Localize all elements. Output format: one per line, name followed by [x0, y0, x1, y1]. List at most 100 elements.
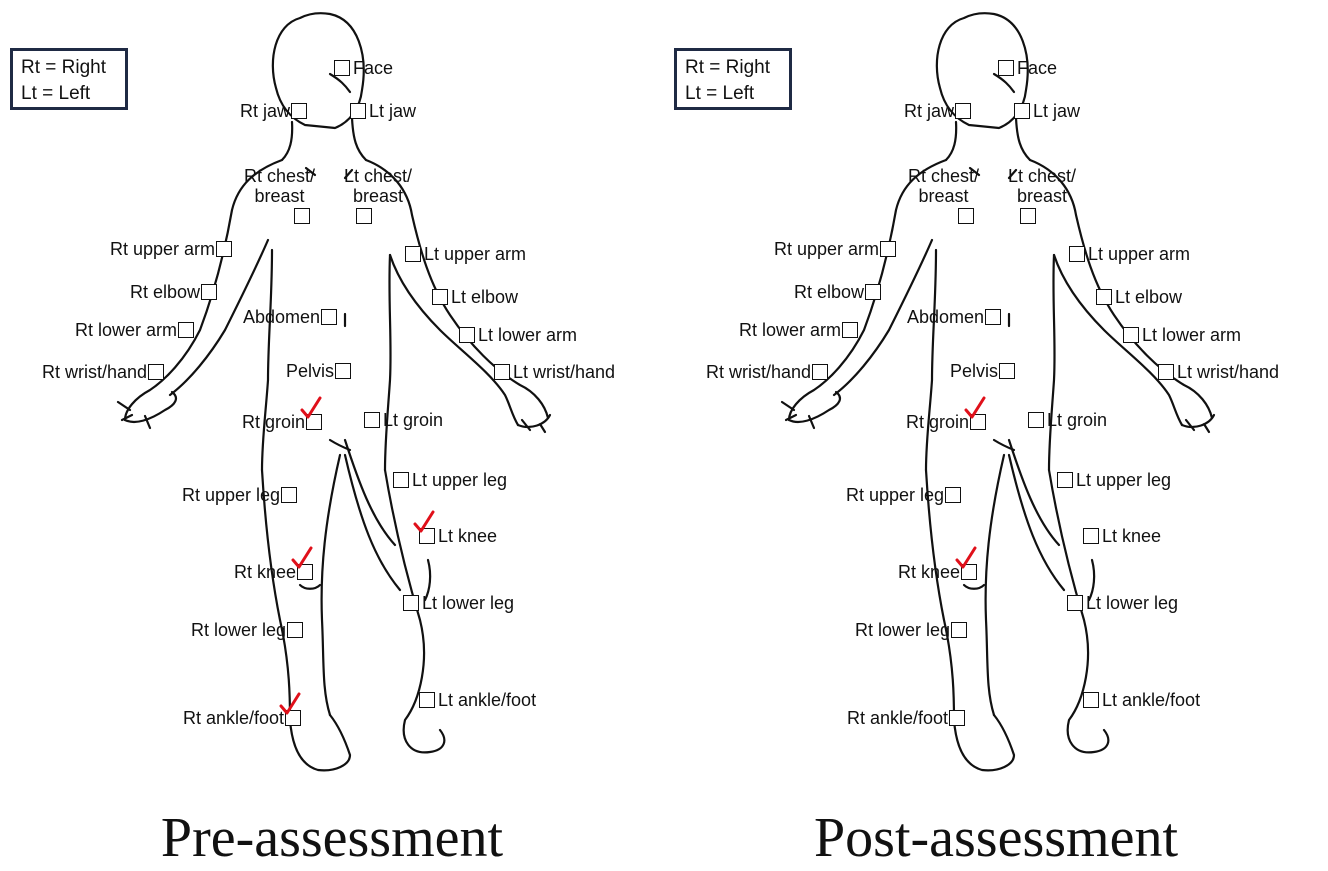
region-label: Rt lower arm — [75, 320, 177, 340]
region-rt-lower-leg: Rt lower leg — [191, 619, 303, 640]
checkbox-rt-elbow[interactable] — [865, 284, 881, 300]
region-label: Rt ankle/foot — [847, 708, 948, 728]
region-rt-upper-leg: Rt upper leg — [182, 484, 297, 505]
checkbox-rt-upper-leg[interactable] — [281, 487, 297, 503]
checkbox-abdomen[interactable] — [985, 309, 1001, 325]
region-rt-lower-arm: Rt lower arm — [739, 319, 858, 340]
checkbox-lt-wrist-hand[interactable] — [494, 364, 510, 380]
region-rt-lower-leg: Rt lower leg — [855, 619, 967, 640]
checkbox-lt-upper-leg[interactable] — [1057, 472, 1073, 488]
checkbox-lt-wrist-hand[interactable] — [1158, 364, 1174, 380]
region-label: Abdomen — [907, 307, 984, 327]
region-label: Rt wrist/hand — [42, 362, 147, 382]
checkbox-lt-jaw[interactable] — [1014, 103, 1030, 119]
panel-caption: Pre-assessment — [0, 808, 664, 868]
region-label: Rt jaw — [904, 101, 954, 121]
red-checkmark-icon — [955, 546, 977, 570]
region-label: Lt elbow — [1115, 287, 1182, 307]
checkbox-rt-lower-leg[interactable] — [951, 622, 967, 638]
checkbox-lt-lower-arm[interactable] — [1123, 327, 1139, 343]
region-label: Rt lower leg — [191, 620, 286, 640]
region-abdomen: Abdomen — [243, 306, 337, 327]
red-checkmark-icon — [279, 692, 301, 716]
region-label: Lt groin — [383, 410, 443, 430]
region-pelvis: Pelvis — [286, 360, 351, 381]
region-label: Lt jaw — [369, 101, 416, 121]
region-label: Rt ankle/foot — [183, 708, 284, 728]
region-lt-upper-arm: Lt upper arm — [405, 243, 526, 264]
checkbox-rt-wrist-hand[interactable] — [148, 364, 164, 380]
checkbox-lt-elbow[interactable] — [432, 289, 448, 305]
red-checkmark-icon — [291, 546, 313, 570]
region-label: Abdomen — [243, 307, 320, 327]
checkbox-rt-upper-arm[interactable] — [880, 241, 896, 257]
checkbox-rt-chest[interactable] — [958, 208, 974, 224]
region-label: Rt jaw — [240, 101, 290, 121]
region-label-line1: Lt chest/ — [1008, 166, 1076, 186]
region-label-line2: breast — [1008, 186, 1076, 206]
checkbox-rt-upper-leg[interactable] — [945, 487, 961, 503]
region-label: Rt groin — [242, 412, 305, 432]
checkbox-rt-chest[interactable] — [294, 208, 310, 224]
checkbox-lt-ankle-foot[interactable] — [419, 692, 435, 708]
checkbox-lt-elbow[interactable] — [1096, 289, 1112, 305]
region-rt-ankle-foot: Rt ankle/foot — [847, 707, 965, 728]
region-label: Lt jaw — [1033, 101, 1080, 121]
checkbox-rt-lower-leg[interactable] — [287, 622, 303, 638]
checkbox-lt-knee[interactable] — [1083, 528, 1099, 544]
checkbox-lt-chest[interactable] — [356, 208, 372, 224]
checkbox-lt-groin[interactable] — [364, 412, 380, 428]
region-label: Rt knee — [898, 562, 960, 582]
region-label: Pelvis — [950, 361, 998, 381]
checkbox-lt-upper-arm[interactable] — [1069, 246, 1085, 262]
checkbox-lt-lower-leg[interactable] — [403, 595, 419, 611]
region-lt-lower-leg: Lt lower leg — [403, 592, 514, 613]
region-lt-elbow: Lt elbow — [432, 286, 518, 307]
checkbox-rt-wrist-hand[interactable] — [812, 364, 828, 380]
region-label: Pelvis — [286, 361, 334, 381]
checkbox-abdomen[interactable] — [321, 309, 337, 325]
region-label-line1: Lt chest/ — [344, 166, 412, 186]
region-label: Lt upper arm — [424, 244, 526, 264]
region-label-line2: breast — [344, 186, 412, 206]
region-label: Lt wrist/hand — [513, 362, 615, 382]
checkbox-face[interactable] — [998, 60, 1014, 76]
red-checkmark-icon — [300, 396, 322, 420]
checkbox-lt-jaw[interactable] — [350, 103, 366, 119]
region-rt-upper-leg: Rt upper leg — [846, 484, 961, 505]
region-label: Lt lower arm — [478, 325, 577, 345]
red-checkmark-icon — [413, 510, 435, 534]
body-outline — [0, 0, 664, 871]
checkbox-lt-groin[interactable] — [1028, 412, 1044, 428]
checkbox-pelvis[interactable] — [335, 363, 351, 379]
region-label: Rt lower arm — [739, 320, 841, 340]
checkbox-rt-jaw[interactable] — [955, 103, 971, 119]
checkbox-rt-lower-arm[interactable] — [842, 322, 858, 338]
region-lt-upper-leg: Lt upper leg — [1057, 469, 1171, 490]
region-rt-wrist-hand: Rt wrist/hand — [706, 361, 828, 382]
region-lt-wrist-hand: Lt wrist/hand — [494, 361, 615, 382]
checkbox-pelvis[interactable] — [999, 363, 1015, 379]
checkbox-rt-upper-arm[interactable] — [216, 241, 232, 257]
checkbox-lt-ankle-foot[interactable] — [1083, 692, 1099, 708]
region-label: Rt groin — [906, 412, 969, 432]
checkbox-lt-upper-arm[interactable] — [405, 246, 421, 262]
checkbox-rt-jaw[interactable] — [291, 103, 307, 119]
region-lt-jaw: Lt jaw — [1014, 100, 1080, 121]
region-lt-chest: Lt chest/breast — [1008, 166, 1076, 206]
checkbox-rt-lower-arm[interactable] — [178, 322, 194, 338]
region-label: Lt upper arm — [1088, 244, 1190, 264]
region-label: Lt lower leg — [422, 593, 514, 613]
region-label-line1: Rt chest/ — [244, 166, 315, 186]
checkbox-face[interactable] — [334, 60, 350, 76]
checkbox-lt-chest[interactable] — [1020, 208, 1036, 224]
checkbox-rt-elbow[interactable] — [201, 284, 217, 300]
region-face: Face — [334, 57, 393, 78]
region-label: Rt elbow — [794, 282, 864, 302]
checkbox-lt-lower-leg[interactable] — [1067, 595, 1083, 611]
checkbox-rt-ankle-foot[interactable] — [949, 710, 965, 726]
checkbox-lt-lower-arm[interactable] — [459, 327, 475, 343]
region-label: Lt knee — [1102, 526, 1161, 546]
checkbox-lt-upper-leg[interactable] — [393, 472, 409, 488]
region-label: Lt upper leg — [412, 470, 507, 490]
